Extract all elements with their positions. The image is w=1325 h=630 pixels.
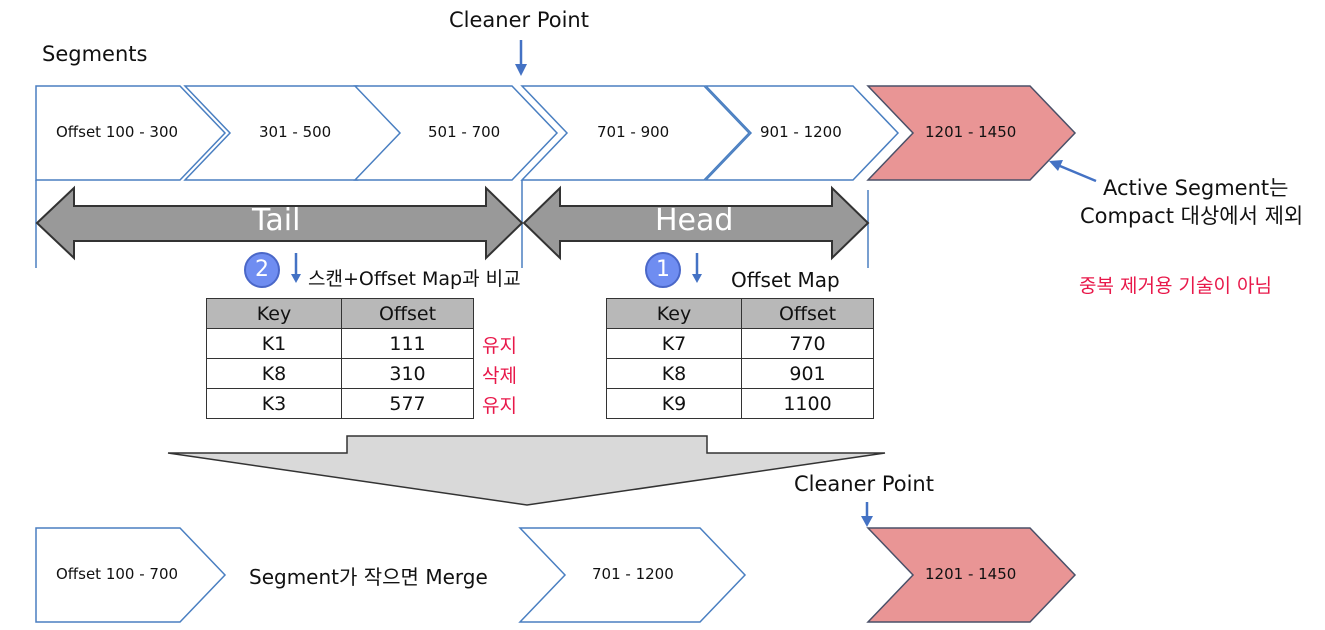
tail-label: Tail <box>252 203 301 238</box>
header-offset: Offset <box>341 298 474 329</box>
table-row: K7 770 <box>606 328 874 359</box>
table-row: K9 1100 <box>606 388 874 419</box>
table-row: K1 111 <box>206 328 474 359</box>
bottom-segment-label-1: Offset 100 - 700 <box>56 565 179 583</box>
step1-badge: 1 <box>645 252 681 288</box>
segment-chevron-active <box>866 85 1077 181</box>
table-row: K8 901 <box>606 358 874 389</box>
cell-key: K3 <box>206 388 342 419</box>
head-double-arrow <box>522 185 870 261</box>
segment-chevron-3 <box>353 85 559 181</box>
cell-offset: 577 <box>341 388 474 419</box>
tail-double-arrow <box>35 185 524 261</box>
cleaner-point-label-bottom: Cleaner Point <box>794 472 934 496</box>
row-note-delete: 삭제 <box>482 365 517 387</box>
bottom-segment-label-2: 701 - 1200 <box>592 565 674 583</box>
cell-key: K1 <box>206 328 342 359</box>
segment-label-2: 301 - 500 <box>259 123 332 141</box>
cell-offset: 770 <box>741 328 874 359</box>
segment-label-4: 701 - 900 <box>597 123 670 141</box>
segment-chevron-5 <box>704 85 900 181</box>
active-note-pointer <box>1059 164 1097 183</box>
table-header-row: Key Offset <box>606 298 874 329</box>
active-note-line1: Active Segment는 <box>1103 176 1289 200</box>
cleaner-pointer-top-head <box>515 64 527 76</box>
cell-offset: 310 <box>341 358 474 389</box>
bottom-segment-label-active: 1201 - 1450 <box>925 565 1017 583</box>
cell-key: K8 <box>206 358 342 389</box>
cell-offset: 111 <box>341 328 474 359</box>
dedup-note: 중복 제거용 기술이 아님 <box>1079 275 1272 297</box>
merge-note: Segment가 작으면 Merge <box>249 565 488 589</box>
cleaner-pointer-bottom-head <box>861 516 873 527</box>
segments-label: Segments <box>42 42 148 66</box>
cell-key: K7 <box>606 328 742 359</box>
segment-chevron-1 <box>35 85 227 181</box>
step2-badge: 2 <box>244 252 280 288</box>
cleaner-point-label-top: Cleaner Point <box>449 8 589 32</box>
bottom-segment-active <box>866 527 1077 623</box>
cell-offset: 1100 <box>741 388 874 419</box>
row-note-keep: 유지 <box>482 335 517 357</box>
segment-chevron-4 <box>520 85 751 181</box>
offset-map-table: Key Offset K7 770 K8 901 K9 1100 <box>606 298 874 419</box>
step2-text: 스캔+Offset Map과 비교 <box>308 268 521 290</box>
cell-key: K9 <box>606 388 742 419</box>
offset-map-title: Offset Map <box>731 268 840 292</box>
table-row: K8 310 <box>206 358 474 389</box>
cell-key: K8 <box>606 358 742 389</box>
table-header-row: Key Offset <box>206 298 474 329</box>
header-key: Key <box>206 298 342 329</box>
table-row: K3 577 <box>206 388 474 419</box>
step2-down-arrow-head <box>291 274 301 283</box>
bottom-segment-1 <box>35 527 227 623</box>
segment-label-1: Offset 100 - 300 <box>56 123 179 141</box>
merge-funnel-arrow <box>167 435 886 506</box>
active-note-pointer-head <box>1049 160 1063 171</box>
head-label: Head <box>655 203 734 238</box>
tail-scan-table: Key Offset K1 111 K8 310 K3 577 <box>206 298 474 419</box>
cell-offset: 901 <box>741 358 874 389</box>
active-note-line2: Compact 대상에서 제외 <box>1080 204 1304 228</box>
segment-label-5: 901 - 1200 <box>760 123 842 141</box>
step1-down-arrow-head <box>692 274 702 283</box>
header-offset: Offset <box>741 298 874 329</box>
segment-label-3: 501 - 700 <box>428 123 501 141</box>
bottom-segment-2 <box>518 527 747 623</box>
row-note-keep: 유지 <box>482 395 517 417</box>
header-key: Key <box>606 298 742 329</box>
segment-label-active: 1201 - 1450 <box>925 123 1017 141</box>
